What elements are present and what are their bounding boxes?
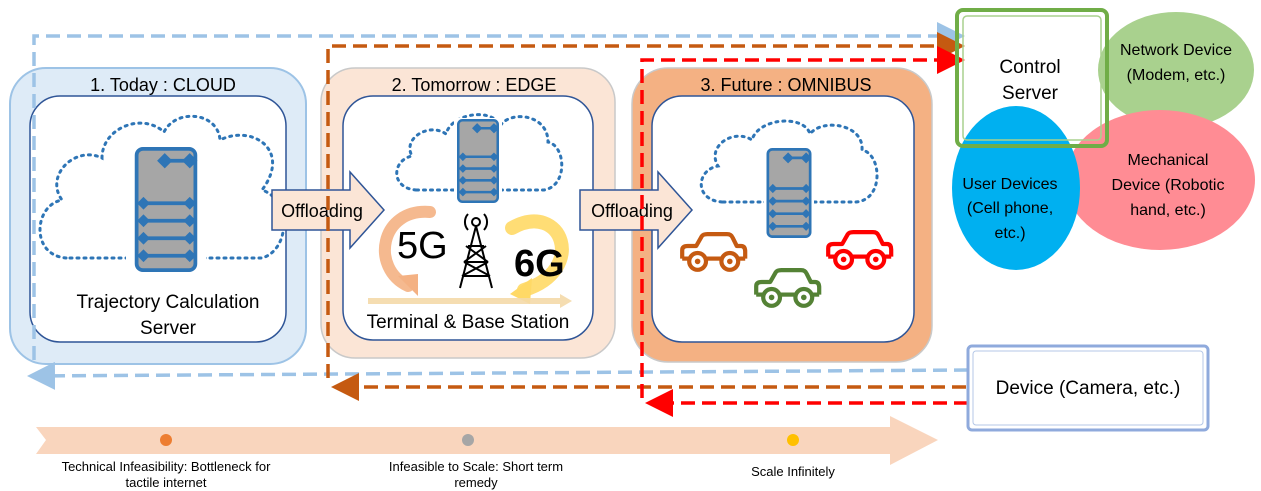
edge-ground-arrow: [368, 294, 572, 308]
offloading-arrow-2: Offloading: [579, 170, 694, 250]
timeline-stage-3-line1: Scale Infinitely: [751, 464, 835, 479]
cloud-server-icon: [137, 149, 196, 270]
timeline-stage-1-line2: tactile internet: [126, 475, 207, 490]
panel-edge-title: 2. Tomorrow : EDGE: [392, 75, 557, 95]
6g-arc-head: [510, 278, 532, 304]
network-device-line1: Network Device: [1120, 42, 1232, 59]
tower-icon: [459, 213, 493, 289]
timeline-dot-1: [160, 434, 172, 446]
timeline-arrow: [36, 416, 938, 465]
control-server-line2: Server: [1002, 83, 1059, 104]
control-server-line1: Control: [999, 57, 1060, 78]
omnibus-cloud-outline: [699, 119, 879, 204]
5g-signal-arc: [379, 205, 436, 292]
flow-omnibus: [640, 46, 968, 417]
timeline-dot-2: [462, 434, 474, 446]
panel-omnibus: 3. Future : OMNIBUS: [631, 67, 933, 363]
device-venn: Control Server Network Device (Modem, et…: [952, 8, 1255, 270]
edge-server-icon: [456, 119, 500, 203]
label-5g: 5G: [397, 225, 448, 267]
network-device-ellipse: [1098, 12, 1254, 128]
device-box: Device (Camera, etc.): [966, 344, 1210, 432]
mechanical-device-line1: Mechanical: [1128, 152, 1209, 169]
mechanical-device-line2: Device (Robotic: [1112, 177, 1225, 194]
user-devices-line2: (Cell phone,: [967, 200, 1053, 217]
panel-cloud: 1. Today : CLOUD Trajectory Calculation …: [9, 67, 307, 365]
cloud-outline: [38, 114, 286, 260]
timeline-dot-3: [787, 434, 799, 446]
timeline-stage-1-line1: Technical Infeasibility: Bottleneck for: [62, 459, 271, 474]
offloading-arrow-1: Offloading: [271, 170, 386, 250]
label-6g: 6G: [514, 243, 565, 285]
offloading-label-2: Offloading: [591, 201, 673, 221]
flow-edge: [326, 32, 966, 401]
timeline-stage-2-line2: remedy: [454, 475, 498, 490]
6g-signal-arc: [505, 214, 569, 297]
5g-arc-head: [398, 274, 418, 296]
offloading-label-1: Offloading: [281, 201, 363, 221]
panel-cloud-title: 1. Today : CLOUD: [90, 75, 236, 95]
network-device-line2: (Modem, etc.): [1127, 67, 1226, 84]
edge-cloud-outline: [395, 113, 564, 192]
user-devices-line1: User Devices: [962, 176, 1057, 193]
panel-edge: 2. Tomorrow : EDGE 5G 6G Terminal & Base…: [320, 67, 616, 359]
timeline: Technical Infeasibility: Bottleneck for …: [36, 416, 938, 490]
user-devices-line3: etc.): [994, 225, 1025, 242]
control-server-box: [955, 8, 1109, 148]
panel-omnibus-title: 3. Future : OMNIBUS: [700, 75, 871, 95]
panel-edge-caption: Terminal & Base Station: [367, 312, 570, 333]
panel-cloud-caption-line2: Server: [140, 318, 197, 339]
control-server-box-inner: [962, 15, 1102, 141]
mechanical-device-line3: hand, etc.): [1130, 202, 1206, 219]
flow-cloud: [27, 22, 969, 390]
mechanical-device-ellipse: [1065, 110, 1255, 250]
device-box-label: Device (Camera, etc.): [996, 378, 1181, 399]
timeline-stage-2-line1: Infeasible to Scale: Short term: [389, 459, 563, 474]
omnibus-server-icon: [766, 148, 812, 238]
panel-cloud-caption-line1: Trajectory Calculation: [76, 292, 259, 313]
